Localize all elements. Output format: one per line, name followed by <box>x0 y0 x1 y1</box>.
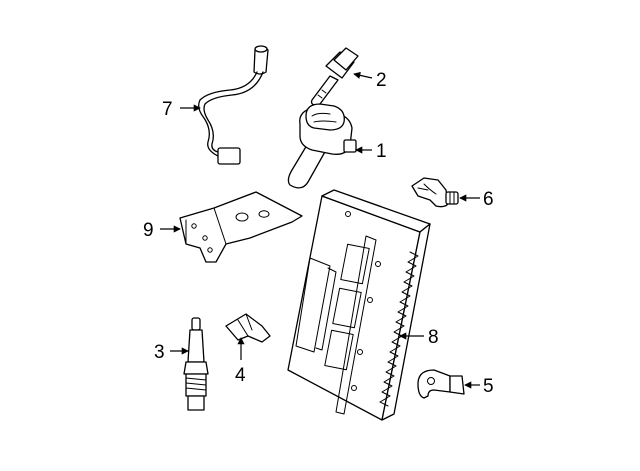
spark-plug-part-3 <box>183 317 209 411</box>
ignition-coil-part-1 <box>287 103 357 189</box>
bracket-part-9 <box>179 191 303 263</box>
control-module-part-8 <box>287 189 431 421</box>
callout-label-5: 5 <box>483 376 494 397</box>
sensor-part-6 <box>411 177 459 208</box>
callout-label-6: 6 <box>483 189 494 210</box>
clamp-part-5 <box>417 369 465 399</box>
callout-label-1: 1 <box>376 141 387 162</box>
callout-leaders <box>160 71 480 389</box>
bolt-part-2 <box>310 47 359 107</box>
callout-label-8: 8 <box>428 327 439 348</box>
callout-label-2: 2 <box>376 70 387 91</box>
callout-label-3: 3 <box>154 342 165 363</box>
oxygen-sensor-part-7 <box>198 45 269 165</box>
callout-label-4: 4 <box>235 365 246 386</box>
clip-part-4 <box>225 313 271 343</box>
callout-label-9: 9 <box>143 220 154 241</box>
callout-label-7: 7 <box>162 99 173 120</box>
